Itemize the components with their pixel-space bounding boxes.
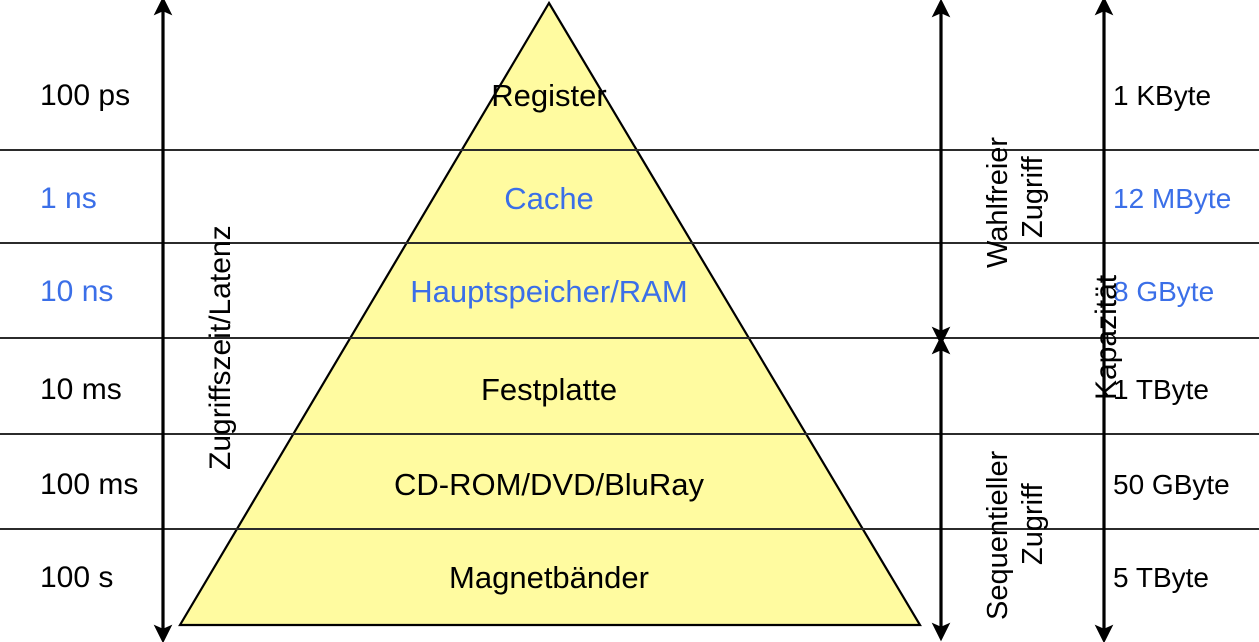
latency-axis-caption: Zugriffszeit/Latenz (204, 225, 237, 470)
latency-label-tape: 100 s (40, 561, 114, 594)
capacity-label-cache: 12 MByte (1113, 183, 1232, 214)
capacity-label-ram: 8 GByte (1113, 276, 1215, 307)
tier-label-harddisk: Festplatte (480, 372, 618, 407)
latency-label-ram: 10 ns (40, 275, 114, 308)
capacity-label-tape: 5 TByte (1113, 562, 1209, 593)
random-access-caption-line1: Wahlfreier (982, 136, 1014, 268)
sequential-access-caption-line1: Sequentieller (982, 450, 1014, 620)
tier-label-cache: Cache (504, 181, 594, 216)
pyramid-shape (178, 0, 922, 627)
tier-divider-lines (0, 149, 1259, 530)
latency-label-register: 100 ps (40, 79, 131, 112)
tier-label-optical: CD-ROM/DVD/BluRay (393, 467, 705, 502)
capacity-axis-caption: Kapazität (1090, 274, 1123, 400)
latency-label-harddisk: 10 ms (40, 373, 122, 406)
latency-label-cache: 1 ns (40, 182, 97, 215)
capacity-label-harddisk: 1 TByte (1113, 374, 1209, 405)
tier-label-register: Register (491, 78, 607, 113)
sequential-access-caption-line2: Zugriff (1017, 483, 1049, 565)
latency-label-optical: 100 ms (40, 468, 139, 501)
tier-label-ram: Hauptspeicher/RAM (410, 274, 688, 309)
capacity-label-register: 1 KByte (1113, 80, 1212, 111)
tier-label-tape: Magnetbänder (449, 560, 649, 595)
capacity-label-optical: 50 GByte (1113, 469, 1230, 500)
random-access-caption-line2: Zugriff (1017, 156, 1049, 238)
